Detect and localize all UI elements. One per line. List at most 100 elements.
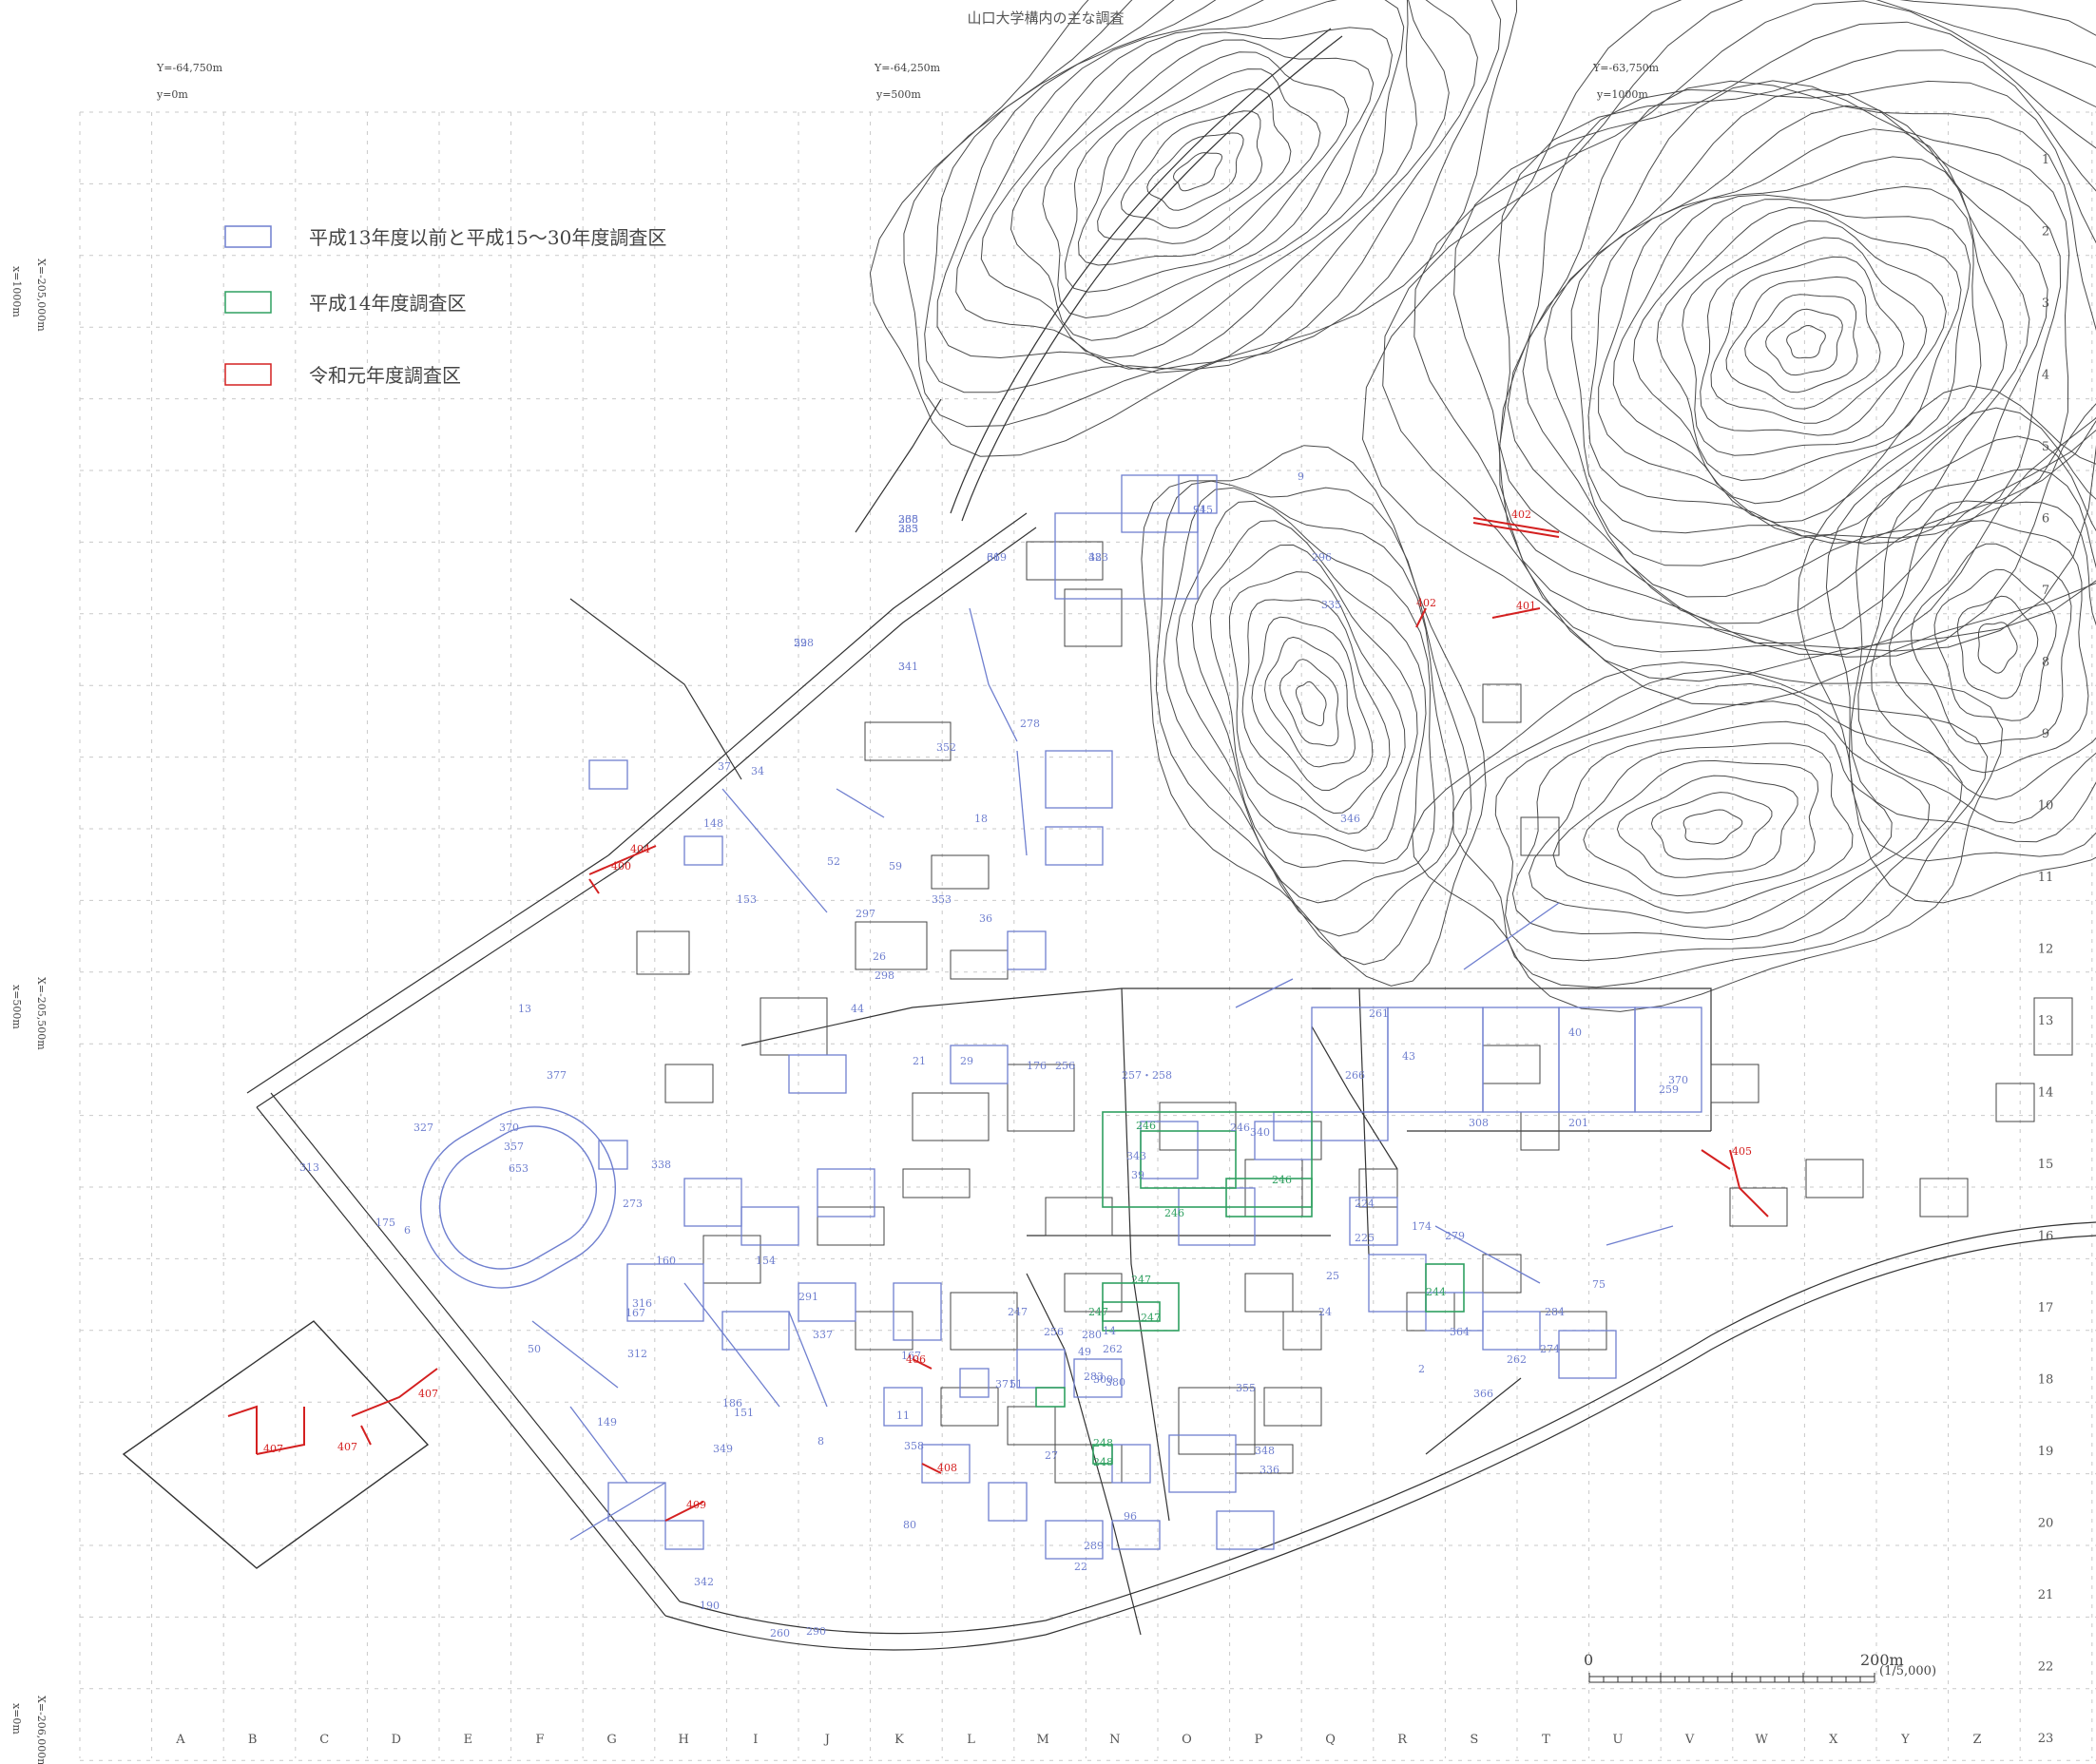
building-outline [1263,1387,1322,1427]
survey-areas-green [1035,1111,1465,1465]
survey-number-green: 248 [1093,1437,1113,1449]
contour-line [1765,308,1843,376]
contour-line [1452,669,1989,988]
survey-area-blue [1073,1358,1123,1398]
building-outline [1919,1178,1969,1218]
survey-area-green [1425,1263,1465,1313]
survey-area-blue [1111,1444,1151,1484]
row-label: 6 [2042,512,2049,527]
survey-number-red: 406 [906,1353,926,1366]
survey-number-blue: 256 [1044,1326,1064,1338]
survey-line-red [351,1368,438,1417]
contour-line [1494,682,1963,962]
survey-number-blue: 228 [794,637,814,649]
contour-line [1042,39,1375,319]
survey-number-blue: 337 [813,1329,833,1341]
row-label: 16 [2038,1230,2054,1244]
building-outline [817,1206,885,1246]
survey-number-blue: 274 [1540,1343,1560,1355]
contour-line [1786,324,1826,359]
survey-number-green: 247 [1131,1274,1151,1286]
survey-number-green: 246 [1164,1207,1184,1219]
row-label: 20 [2038,1517,2054,1531]
survey-area-blue [959,1368,990,1398]
row-label: 2 [2042,225,2049,240]
survey-number-blue: 66 [987,551,1000,564]
contour-line [1933,568,2057,721]
survey-number-blue: 29 [960,1055,973,1067]
contour-line [1529,720,1893,929]
building-outline [636,930,690,975]
row-label: 1 [2042,153,2049,167]
survey-number-blue: 349 [713,1443,733,1455]
contour-line [1228,571,1406,834]
survey-number-blue: 49 [1078,1346,1091,1358]
survey-number-blue: 260 [770,1627,790,1639]
map-title: 山口大学構内の主な調査 [967,10,1124,27]
survey-line-red [921,1463,942,1474]
building-outline [1054,1444,1123,1484]
building-outline [1805,1159,1864,1198]
contour-line [1077,68,1321,266]
contour-line [1552,742,1854,914]
survey-line-red [1491,607,1541,619]
survey-line-blue [969,607,1018,742]
survey-number-blue: 51 [1010,1378,1023,1390]
survey-number-blue: 59 [889,860,902,872]
row-label: 3 [2042,297,2049,311]
contour-line [1825,407,2096,862]
row-label: 19 [2038,1445,2054,1459]
survey-area-blue [788,1054,847,1094]
contour-line [1176,500,1436,904]
left-coord-X-2: X=-205,500m [35,977,48,1050]
survey-number-red: 408 [937,1462,957,1474]
contour-line [1120,110,1263,229]
survey-area-blue [1007,930,1047,970]
survey-number-blue: 283 [1084,1371,1104,1383]
building-outline [1995,1083,2035,1122]
survey-line-red [1729,1149,1769,1218]
scale-ratio: (1/5,000) [1879,1664,1936,1678]
building-outline [1282,1311,1322,1351]
survey-number-blue: 262 [1103,1343,1123,1355]
survey-number-blue: 25 [1326,1270,1339,1282]
survey-area-blue [1482,1007,1560,1113]
survey-number-blue: 371 [995,1378,1015,1390]
survey-number-blue: 160 [656,1255,676,1267]
building-outline [1482,1254,1522,1294]
column-label: G [606,1733,616,1747]
survey-area-blue [1349,1197,1398,1246]
contour-line [1361,0,2096,706]
survey-number-blue: 370 [1668,1074,1688,1086]
survey-area-blue [798,1282,856,1322]
survey-number-blue: 8 [817,1435,824,1448]
contour-line [1700,237,1928,436]
survey-number-blue: 289 [1084,1540,1104,1552]
building-outline [1358,1168,1398,1208]
column-label: C [319,1733,329,1747]
building-outline [1007,1064,1075,1132]
contour-line [1871,500,2096,800]
survey-number-blue: 266 [1345,1069,1365,1082]
survey-number-blue: 366 [1473,1388,1493,1400]
contour-line [1163,487,1454,937]
survey-line-blue [1434,1225,1541,1284]
contour-line [903,0,1502,428]
running-track [419,1106,617,1289]
survey-number-blue: 341 [898,661,918,673]
contour-line [1507,80,2096,624]
contour-line [1241,599,1391,815]
survey-number-blue: 346 [1340,813,1360,825]
survey-number-blue: 80 [903,1519,916,1531]
survey-number-blue: 27 [1045,1449,1058,1462]
top-coord-Y-3: Y=-63,750m [1592,62,1660,74]
survey-number-blue: 343 [1126,1150,1146,1162]
survey-number-blue: 40 [1568,1026,1582,1039]
column-label: I [753,1733,758,1747]
survey-area-blue [950,1045,1009,1084]
survey-number-blue: 259 [1659,1083,1679,1096]
survey-number-red: 409 [686,1499,706,1511]
contour-line [1263,636,1356,768]
